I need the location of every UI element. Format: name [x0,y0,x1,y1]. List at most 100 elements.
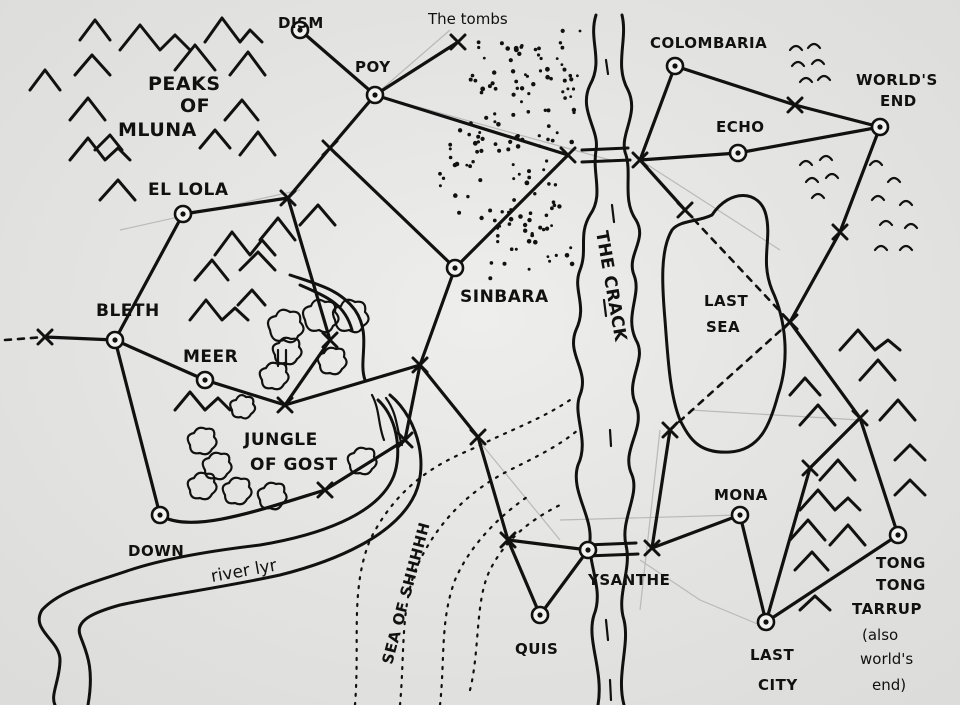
desert-dot [479,215,484,221]
desert-dot [566,87,570,91]
desert-dot [560,63,564,66]
desert-dot [546,124,551,128]
desert-dot [519,45,524,49]
x-marker [643,539,661,557]
desert-dot [562,78,567,83]
desert-dot [533,192,537,196]
desert-dot [519,86,525,91]
desert-dot [527,175,532,180]
label-echo: ECHO [716,118,765,136]
label-sinbara: SINBARA [460,287,549,307]
desert-dot [546,255,550,258]
desert-dot [550,206,554,211]
desert-dot [493,142,498,147]
desert-dot [511,112,516,117]
x-marker [321,139,339,157]
desert-dot [514,79,519,84]
desert-dot [514,247,518,251]
desert-dot [453,193,458,198]
town-sinbara [445,258,465,278]
label-meer: MEER [183,347,238,367]
label-ysanthe: YSANTHE [587,571,670,589]
desert-dot [553,183,558,187]
desert-dot [539,56,543,61]
label-poy: POY [355,58,391,76]
town-tong-tong-tarrup [888,525,908,545]
x-marker [316,481,334,499]
desert-dot [545,66,550,72]
mountains-east [788,328,927,612]
desert-dot [499,41,504,46]
x-marker [499,531,517,549]
desert-dot [508,139,513,144]
label-quis: QUIS [515,640,558,658]
desert-dot [500,210,504,214]
desert-dot [488,276,493,281]
desert-dot [527,217,532,223]
desert-dot [505,46,511,51]
desert-dot [493,112,497,116]
town-el-lola [173,204,193,224]
label-down: DOWN [128,542,184,560]
label-peaks-2: OF [180,95,210,117]
desert-dot [518,214,523,219]
label-jungle-2: OF GOST [250,455,338,475]
x-marker [36,328,54,346]
x-marker [661,421,679,439]
desert-dot [488,208,493,213]
desert-dot [537,134,541,138]
desert-dot [508,58,513,63]
desert-dot [527,92,531,96]
x-marker [851,409,869,427]
desert-dot [454,161,460,167]
desert-dot [569,77,574,82]
x-marker [559,146,577,164]
desert-dot [473,78,478,83]
desert-dot [563,96,567,100]
desert-dot [478,178,483,183]
label-tong-2: TONG [876,576,926,594]
desert-dot [530,233,535,238]
label-tong-4: (also [862,626,898,644]
x-marker [321,331,339,349]
desert-dot [457,210,462,215]
desert-dot [490,81,495,86]
desert-dot [492,218,497,223]
desert-dot [515,144,521,149]
desert-dot [510,69,516,74]
desert-dot [493,120,497,124]
desert-dot [507,222,512,226]
desert-dot [525,74,530,78]
desert-dot [542,168,546,172]
desert-dot [552,203,557,208]
town-last-city [756,612,776,632]
town-markers [105,20,908,632]
x-marker [279,189,297,207]
desert-dot [497,148,502,153]
desert-dot [484,115,489,120]
desert-dot [554,253,558,257]
x-marker [469,428,487,446]
desert-dot [466,194,470,199]
desert-dot [523,228,528,233]
desert-dot [546,108,551,113]
desert-dot [438,184,442,188]
hills-northeast [788,42,919,252]
desert-dot [475,149,479,154]
x-markers [36,33,869,557]
desert-dot [564,253,570,258]
desert-dot [512,177,516,181]
desert-dot [537,46,541,51]
desert-dot [508,216,514,222]
desert-dot [569,139,574,145]
desert-dot [561,90,565,94]
desert-dot [465,163,469,167]
desert-dot [476,40,481,45]
x-marker [676,201,694,219]
desert-dot [572,110,576,115]
desert-dot [511,92,516,97]
desert-dot [569,261,575,267]
